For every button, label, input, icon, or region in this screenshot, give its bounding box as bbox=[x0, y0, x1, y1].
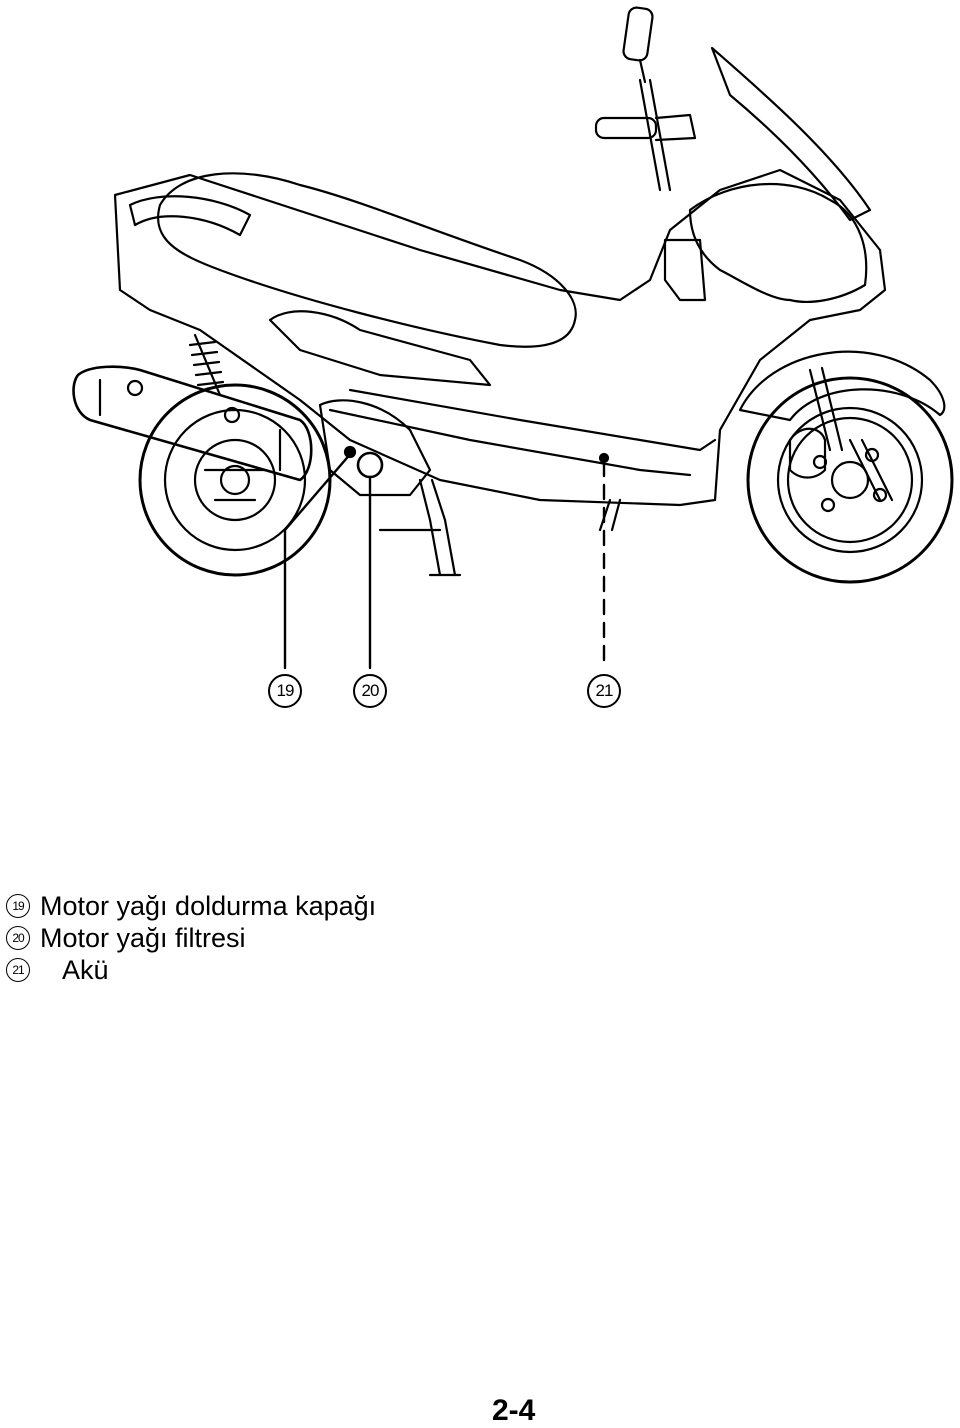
legend-number: 20 bbox=[6, 926, 30, 950]
headlight bbox=[663, 238, 707, 302]
legend-text: Motor yağı doldurma kapağı bbox=[40, 890, 377, 921]
legend-text: Motor yağı filtresi bbox=[40, 922, 246, 953]
windscreen bbox=[710, 46, 872, 222]
front-wheel bbox=[746, 376, 954, 584]
callout-19-leader bbox=[283, 450, 354, 670]
legend-item: 19 Motor yağı doldurma kapağı bbox=[6, 890, 376, 922]
legend-text: Akü bbox=[62, 954, 109, 985]
mirror bbox=[622, 6, 654, 84]
body-panel bbox=[113, 168, 887, 507]
rear-wheel bbox=[138, 383, 332, 577]
front-fender bbox=[738, 350, 946, 422]
callout-20: 20 bbox=[353, 674, 387, 708]
rear-shock bbox=[188, 333, 225, 397]
muffler bbox=[72, 365, 313, 482]
legend-item: 21 Akü bbox=[6, 954, 376, 986]
legend-number: 21 bbox=[6, 958, 30, 982]
legend: 19 Motor yağı doldurma kapağı 20 Motor y… bbox=[6, 890, 376, 986]
callout-19: 19 bbox=[268, 674, 302, 708]
front-cowl bbox=[688, 182, 868, 303]
grab-rail bbox=[128, 195, 252, 237]
center-stand bbox=[378, 478, 462, 577]
seat bbox=[157, 172, 577, 348]
floorboard bbox=[328, 388, 717, 477]
callout-21: 21 bbox=[587, 674, 621, 708]
handlebar bbox=[594, 78, 697, 192]
page-number: 2-4 bbox=[492, 1394, 536, 1427]
front-fork bbox=[808, 366, 894, 502]
scooter-illustration bbox=[72, 6, 954, 670]
legend-number: 19 bbox=[6, 894, 30, 918]
side-vent bbox=[268, 310, 492, 387]
engine bbox=[318, 399, 432, 497]
legend-item: 20 Motor yağı filtresi bbox=[6, 922, 376, 954]
